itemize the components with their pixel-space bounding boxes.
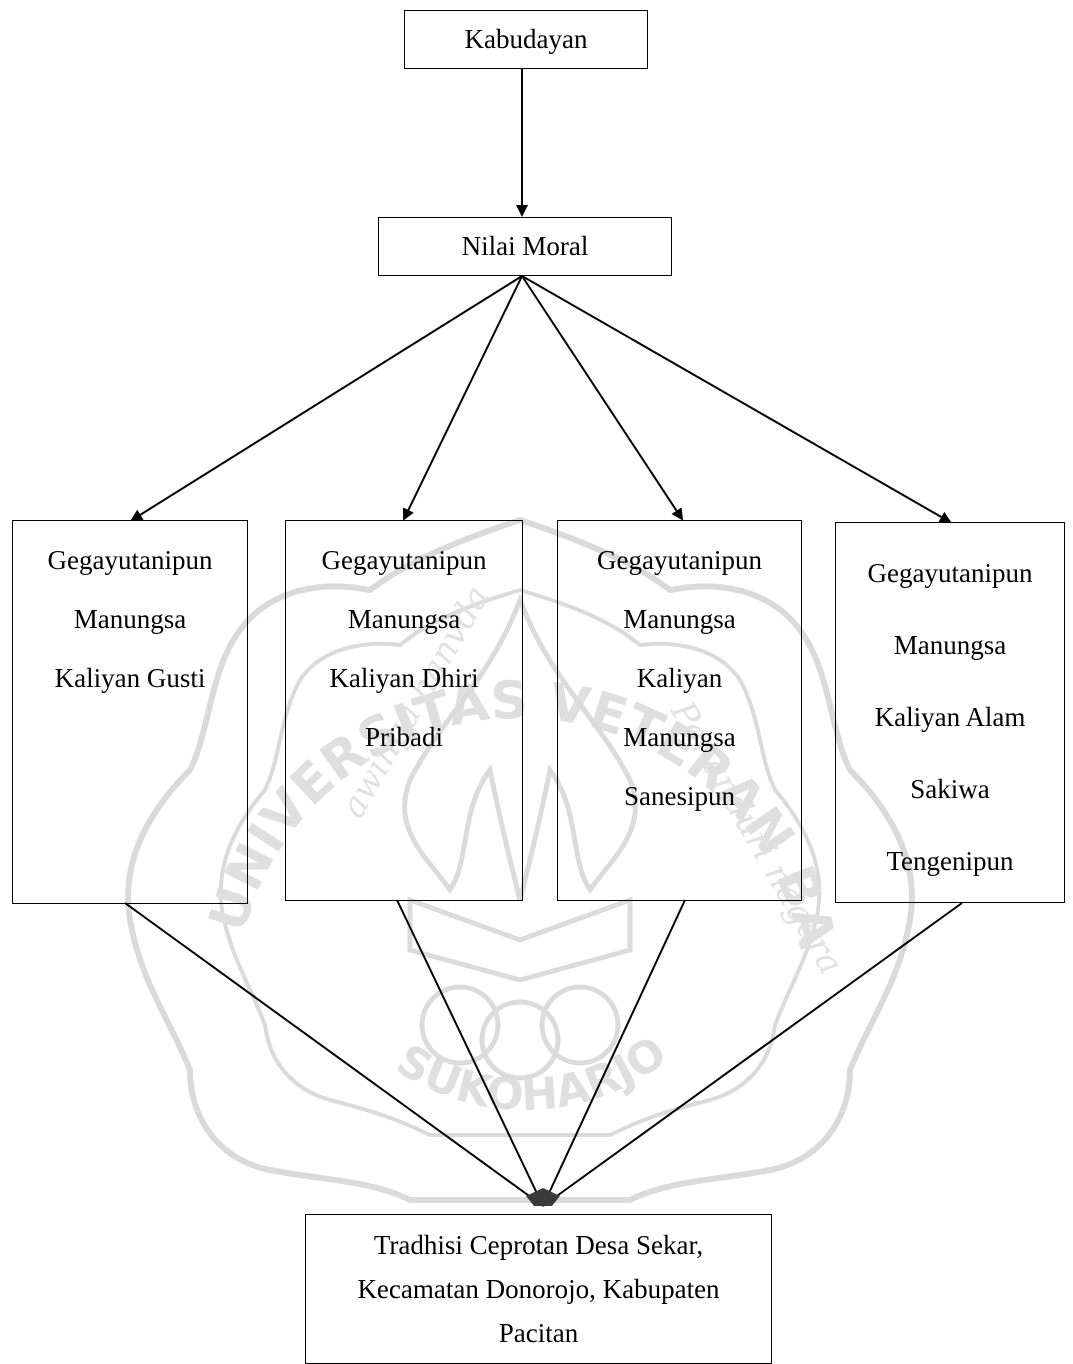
- node-branch-3: Gegayutanipun Manungsa Kaliyan Manungsa …: [557, 520, 802, 901]
- node-branch-1: Gegayutanipun Manungsa Kaliyan Gusti: [12, 520, 248, 904]
- branch-4-line-4: Sakiwa: [910, 774, 990, 804]
- branch-3-line-5: Sanesipun: [624, 781, 735, 811]
- branch-3-line-2: Manungsa: [623, 604, 736, 634]
- node-root: Kabudayan: [404, 10, 648, 69]
- branch-1-line-3: Kaliyan Gusti: [54, 663, 206, 693]
- edge-branch-3-to-target: [542, 899, 686, 1207]
- node-root-label: Kabudayan: [464, 24, 588, 54]
- branch-3-line-4: Manungsa: [623, 722, 736, 752]
- edge-branch-4-to-target: [542, 902, 963, 1207]
- target-line-1: Tradhisi Ceprotan Desa Sekar,: [373, 1230, 704, 1260]
- seal-ring-middle-icon: [479, 999, 561, 1081]
- edge-moral-to-branch-2: [402, 275, 523, 521]
- branch-4-line-5: Tengenipun: [886, 846, 1014, 876]
- branch-2-line-4: Pribadi: [365, 722, 443, 752]
- seal-outer-scallop: [125, 516, 915, 1203]
- target-line-2: Kecamatan Donorojo, Kabupaten: [357, 1274, 720, 1304]
- node-moral-values: Nilai Moral: [378, 217, 672, 276]
- target-line-3: Pacitan: [498, 1318, 579, 1348]
- seal-ring-left-icon: [419, 984, 501, 1066]
- branch-2-line-1: Gegayutanipun: [321, 545, 487, 575]
- node-branch-2: Gegayutanipun Manungsa Kaliyan Dhiri Pri…: [285, 520, 523, 901]
- edge-branch-2-to-target: [396, 899, 544, 1207]
- branch-2-line-3: Kaliyan Dhiri: [329, 663, 479, 693]
- seal-ring-right-icon: [539, 984, 621, 1066]
- branch-4-line-2: Manungsa: [893, 630, 1007, 660]
- edge-moral-to-branch-4: [521, 275, 952, 523]
- edge-branch-1-to-target: [124, 902, 544, 1207]
- branch-1-line-2: Manungsa: [73, 604, 187, 634]
- branch-3-line-3: Kaliyan: [636, 663, 723, 693]
- node-branch-4: Gegayutanipun Manungsa Kaliyan Alam Saki…: [835, 522, 1065, 903]
- seal-book-icon: [407, 896, 633, 983]
- edge-moral-to-branch-1: [130, 275, 523, 522]
- branch-3-line-1: Gegayutanipun: [597, 545, 762, 575]
- university-seal-watermark: UNIVERSITAS VETERAN BANGUN NUSANTARA SUK…: [110, 480, 915, 1203]
- branch-2-line-2: Manungsa: [347, 604, 461, 634]
- node-moral-values-label: Nilai Moral: [461, 231, 589, 261]
- branch-1-line-1: Gegayutanipun: [47, 545, 213, 575]
- branch-4-line-1: Gegayutanipun: [867, 558, 1033, 588]
- edge-moral-to-branch-3: [521, 275, 684, 521]
- target-arrowhead: [526, 1188, 560, 1206]
- node-target: Tradhisi Ceprotan Desa Sekar, Kecamatan …: [305, 1214, 772, 1364]
- branch-4-line-3: Kaliyan Alam: [874, 702, 1026, 732]
